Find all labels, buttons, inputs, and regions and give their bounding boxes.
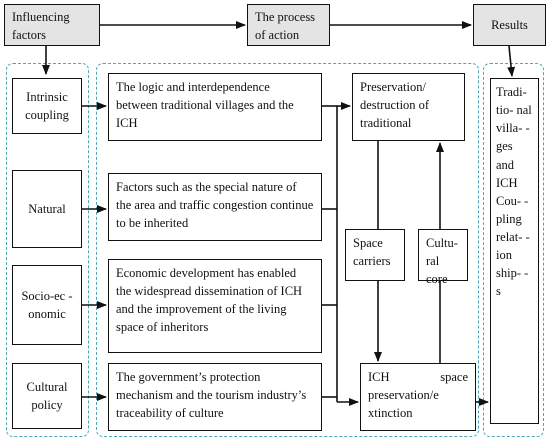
process-nature-text: Factors such as the special nature of th… — [116, 180, 314, 231]
influencing-factors-header: Influencing factors — [4, 4, 100, 46]
cultural-core-text: Cultu-ral core — [426, 236, 458, 287]
results-header: Results — [473, 4, 546, 46]
results-label: Results — [491, 17, 528, 32]
process-economic-text: Economic development has enabled the wid… — [116, 266, 303, 335]
process-logic-text: The logic and interdependence between tr… — [116, 80, 294, 131]
result-text: Tradi- tio- nal villa- -ges and ICH Cou-… — [496, 85, 532, 299]
result-coupling-box: Tradi- tio- nal villa- -ges and ICH Cou-… — [490, 78, 539, 424]
factors-group-frame — [6, 63, 89, 437]
process-government-text: The government’s protection mechanism an… — [116, 370, 307, 421]
process-logic-interdependence: The logic and interdependence between tr… — [108, 73, 322, 141]
factor-socio-label: Socio-ec -onomic — [21, 288, 73, 321]
factor-intrinsic-label: Intrinsic coupling — [25, 89, 69, 122]
process-group-frame — [96, 63, 479, 437]
arrow-results-down — [507, 45, 516, 77]
process-government-mechanism: The government’s protection mechanism an… — [108, 363, 322, 431]
process-label: The process of action — [255, 10, 316, 43]
process-header: The process of action — [247, 4, 330, 46]
space-carriers-text: Space carriers — [353, 236, 391, 269]
process-economic-development: Economic development has enabled the wid… — [108, 259, 322, 353]
factor-cultural-label: Cultural policy — [26, 379, 68, 412]
ich-preservation-text: ICH space preservation/e xtinction — [368, 370, 468, 421]
factor-cultural-policy: Cultural policy — [12, 363, 82, 429]
preservation-destruction-box: Preservation/ destruction of traditional — [352, 73, 465, 141]
ich-preservation-box: ICH space preservation/e xtinction — [360, 363, 476, 431]
influencing-factors-label: Influencing factors — [12, 10, 70, 43]
factor-intrinsic-coupling: Intrinsic coupling — [12, 78, 82, 134]
preservation-text: Preservation/ destruction of traditional — [360, 80, 430, 131]
factor-socio-economic: Socio-ec -onomic — [12, 265, 82, 345]
cultural-core-box: Cultu-ral core — [418, 229, 468, 286]
process-special-nature: Factors such as the special nature of th… — [108, 173, 322, 241]
factor-natural-label: Natural — [28, 201, 66, 216]
space-carriers-box: Space carriers — [345, 229, 405, 281]
factor-natural: Natural — [12, 170, 82, 248]
results-group-frame — [483, 63, 544, 437]
